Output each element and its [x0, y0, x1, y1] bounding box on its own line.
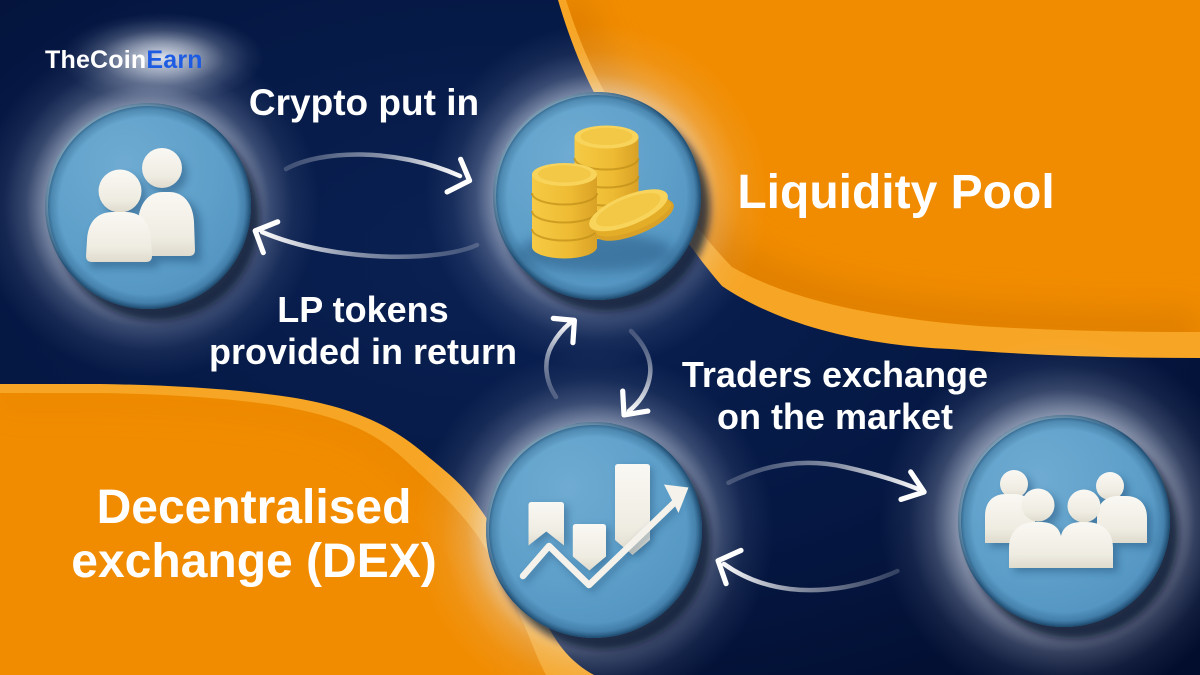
label-traders-exchange: Traders exchange on the market [682, 354, 988, 438]
users-group-figures [985, 470, 1147, 568]
label-lp-tokens: LP tokens provided in return [209, 289, 517, 373]
label-dex-line1: Decentralised [96, 481, 412, 534]
node-rim-highlight [493, 92, 701, 300]
node-rim-highlight [958, 415, 1170, 627]
coin-stack-short [531, 163, 598, 259]
arrow-pool-to-dex [620, 328, 653, 418]
label-dex: Decentralised exchange (DEX) [71, 481, 436, 589]
group-front-left-head [1021, 488, 1055, 522]
flow-arrows [252, 152, 927, 593]
arrow-traders-to-dex [715, 547, 900, 593]
node-dex-market [486, 422, 711, 650]
group-back-right-body [1097, 496, 1147, 543]
group-front-right-head [1067, 489, 1101, 523]
label-traders-exchange-line2: on the market [716, 396, 954, 437]
group-back-left-head [1000, 470, 1028, 498]
label-crypto-put-in: Crypto put in [248, 82, 480, 123]
back-user-head [142, 148, 182, 188]
arrow-dex-to-traders [726, 460, 927, 502]
users-pair-3d-icon [86, 148, 201, 268]
coin-stacks-3d-icon [517, 125, 674, 272]
node-rim [958, 415, 1170, 627]
back-user-body [137, 192, 195, 256]
arrow-crypto-put-in [283, 152, 473, 195]
users-group-3d-icon [985, 470, 1152, 572]
group-back-right-head [1096, 472, 1124, 500]
chart-trend-line [519, 499, 678, 589]
arrow-lp-tokens [252, 219, 480, 260]
group-front-bodies [1009, 522, 1113, 568]
node-liquidity-providers [45, 103, 260, 321]
label-liquidity-pool: Liquidity Pool [737, 166, 1055, 219]
chart-trend-arrowhead [664, 484, 689, 513]
node-rim-highlight [45, 103, 251, 309]
brand-logo: TheCoinEarn [45, 46, 203, 75]
brand-logo-part1: TheCoin [45, 46, 147, 74]
rising-chart-3d-icon [519, 464, 689, 593]
chart-bar-left [528, 502, 564, 546]
arrow-dex-to-pool [544, 315, 577, 400]
label-lp-tokens-line2: provided in return [208, 331, 518, 372]
front-user-body [86, 212, 152, 262]
node-rim-highlight [486, 422, 702, 638]
label-traders-exchange-line1: Traders exchange [681, 354, 989, 395]
panel-dex-face [0, 393, 546, 675]
users-pair-figures [86, 148, 195, 262]
front-user-head [98, 169, 142, 213]
node-liquidity-pool [493, 92, 710, 312]
label-dex-line2: exchange (DEX) [71, 535, 437, 588]
coin-tilted [589, 189, 674, 241]
chart-bar-middle [572, 524, 606, 571]
label-lp-tokens-line1: LP tokens [277, 289, 449, 330]
brand-logo-part2: Earn [146, 46, 203, 74]
node-traders [958, 415, 1179, 639]
